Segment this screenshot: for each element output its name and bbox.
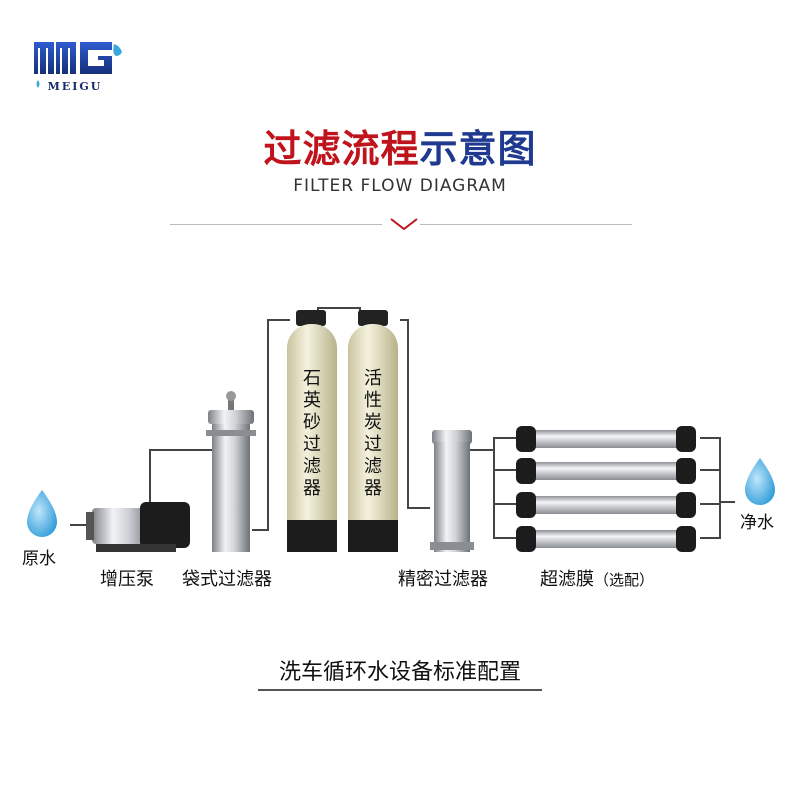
- booster-pump-icon: [86, 502, 190, 552]
- page-subtitle: FILTER FLOW DIAGRAM: [293, 176, 507, 196]
- bag-filter-icon: [206, 391, 256, 552]
- svg-text:器: 器: [364, 478, 382, 499]
- divider-left: [170, 224, 382, 225]
- quartz-tank-label: 石 英 砂 过 滤 器: [303, 368, 321, 499]
- bag-filter-label: 袋式过滤器: [182, 569, 272, 590]
- footer-underline: [258, 689, 542, 691]
- raw-water-label: 原水: [22, 549, 56, 569]
- svg-text:滤: 滤: [303, 456, 321, 477]
- divider-right: [420, 224, 632, 225]
- quartz-sand-tank-icon: [287, 310, 337, 552]
- mg-logo-icon: [34, 42, 122, 88]
- precision-filter-icon: [430, 430, 474, 552]
- brand-name: MEIGU: [47, 80, 103, 93]
- svg-text:活: 活: [364, 368, 382, 389]
- carbon-tank-label: 活 性 炭 过 滤 器: [364, 368, 382, 499]
- svg-text:炭: 炭: [364, 412, 382, 433]
- title-blue: 示意图: [419, 127, 537, 171]
- raw-water-drop-icon: [27, 490, 57, 537]
- uf-membrane-icon: [516, 426, 696, 552]
- footer-caption: 洗车循环水设备标准配置: [278, 660, 521, 685]
- svg-text:器: 器: [303, 478, 321, 499]
- page-title: 过滤流程示意图: [0, 118, 800, 173]
- uf-membrane-label: 超滤膜（选配）: [540, 569, 654, 590]
- svg-text:性: 性: [364, 390, 382, 411]
- chevron-down-icon: [390, 218, 418, 231]
- title-red: 过滤流程: [263, 127, 420, 171]
- clean-water-label: 净水: [740, 513, 774, 533]
- svg-text:石: 石: [303, 368, 321, 389]
- precision-filter-label: 精密过滤器: [398, 569, 488, 590]
- filter-flow-diagram: 原水 增压泵 袋式过滤器 石 英 砂 过 滤 器 活 性 炭 过: [22, 307, 775, 590]
- svg-text:英: 英: [303, 390, 321, 411]
- svg-text:滤: 滤: [364, 456, 382, 477]
- svg-text:过: 过: [303, 434, 321, 455]
- pump-label: 增压泵: [100, 569, 154, 590]
- clean-water-drop-icon: [745, 458, 775, 505]
- carbon-tank-icon: [348, 310, 398, 552]
- svg-text:砂: 砂: [303, 412, 321, 433]
- svg-text:过: 过: [364, 434, 382, 455]
